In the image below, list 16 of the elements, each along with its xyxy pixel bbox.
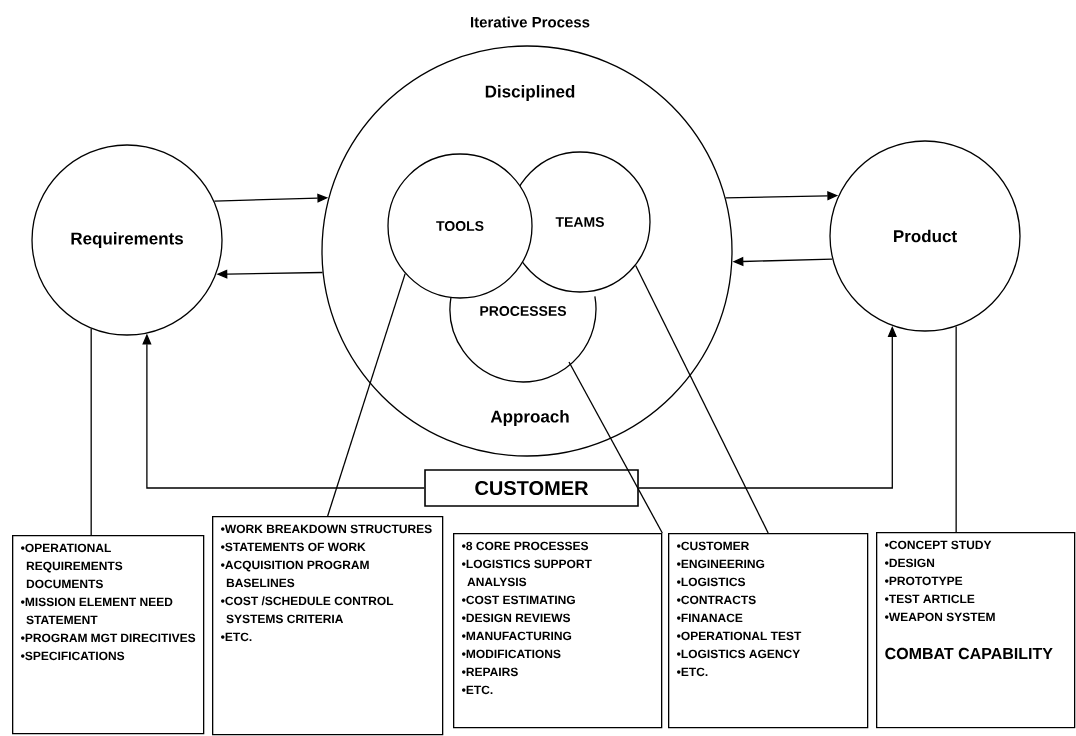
list-box: •CUSTOMER •ENGINEERING •LOGISTICS •CONTRACTS •FINANACE •OPERATIONAL TEST •LOGISTICS AGENCY •ETC. xyxy=(668,533,869,729)
circle-node: Requirements xyxy=(31,144,223,336)
circle-node: Product xyxy=(829,140,1021,332)
title: Iterative Process xyxy=(470,16,590,28)
circle-node: TEAMS xyxy=(509,151,651,293)
label-box: CUSTOMER xyxy=(424,469,639,507)
list-box: •8 CORE PROCESSES •LOGISTICS SUPPORT ANALYSIS •COST ESTIMATING •DESIGN REVIEWS •MANUFACTURING •MODIFICATIONS •REPAIRS •ETC. xyxy=(453,533,663,729)
leader-line xyxy=(90,328,92,536)
leader-line xyxy=(955,325,957,533)
leader-line xyxy=(635,264,769,534)
leader-line xyxy=(327,273,406,517)
list-box: •WORK BREAKDOWN STRUCTURES •STATEMENTS OF WORK •ACQUISITION PROGRAM BASELINES •COST /SCHEDULE CONTROL SYSTEMS CRITERIA •ETC. xyxy=(212,516,444,736)
circle-node: TOOLS xyxy=(387,153,533,299)
list-box: •CONCEPT STUDY •DESIGN •PROTOTYPE •TEST ARTICLE •WEAPON SYSTEM COMBAT CAPABILITY xyxy=(876,532,1076,729)
leader-line xyxy=(568,361,663,534)
list-box: •OPERATIONAL REQUIREMENTS DOCUMENTS •MISSION ELEMENT NEED STATEMENT •PROGRAM MGT DIRECITIVES •SPECIFICATIONS xyxy=(12,535,205,735)
